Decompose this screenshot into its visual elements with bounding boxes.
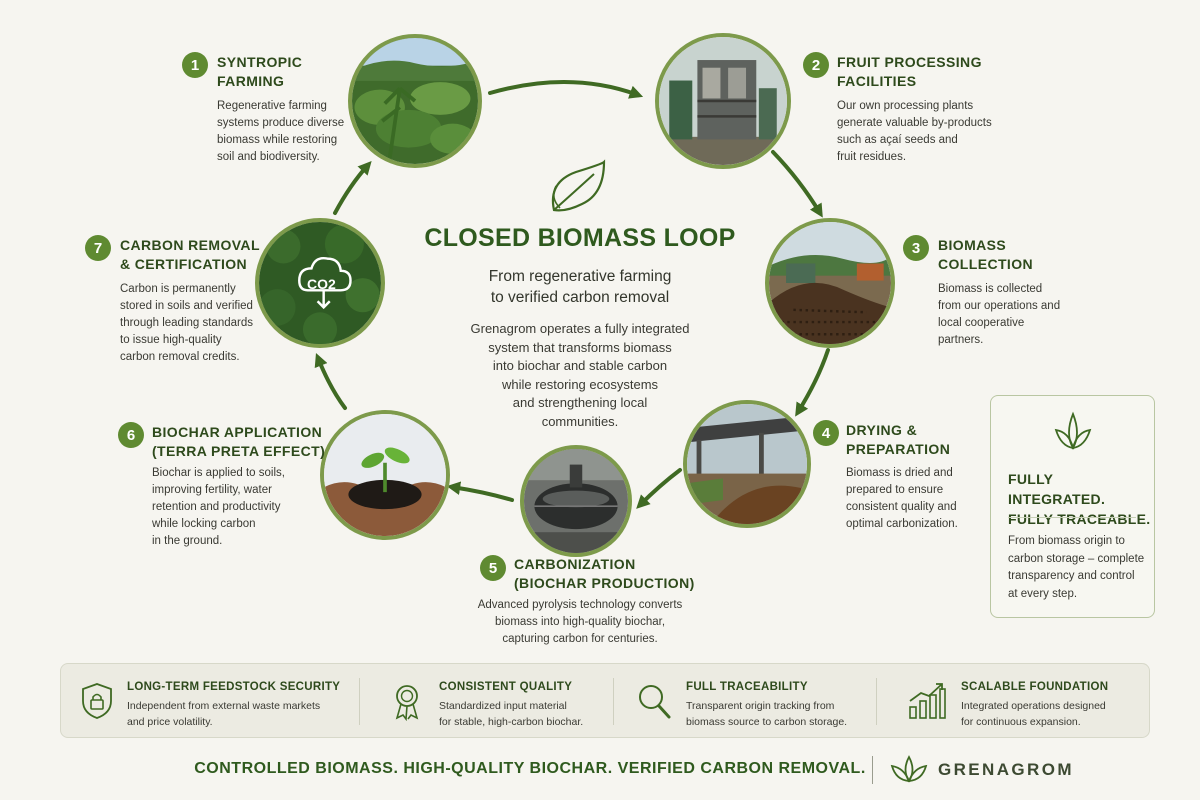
arrow-6-to-7 xyxy=(314,352,347,410)
step-4-title: DRYING &PREPARATION xyxy=(846,422,951,457)
step-3-collection-photo xyxy=(765,218,895,348)
benefit-consistent-quality: CONSISTENT QUALITY Standardized input ma… xyxy=(389,664,619,739)
growth-chart-icon xyxy=(909,683,946,719)
benefit-full-traceability: FULL TRACEABILITY Transparent origin tra… xyxy=(636,664,886,739)
arrow-2-to-3 xyxy=(771,150,823,218)
award-ribbon-icon xyxy=(395,685,419,721)
step-7-title: CARBON REMOVAL& CERTIFICATION xyxy=(120,237,260,272)
arrow-3-to-4 xyxy=(795,348,830,417)
cloud-icon xyxy=(298,256,352,292)
benefit-separator xyxy=(359,678,360,725)
benefit-scalable-foundation: SCALABLE FOUNDATION Integrated operation… xyxy=(907,664,1137,739)
step-1-farm-photo xyxy=(348,34,482,168)
arrow-7-to-1 xyxy=(333,160,372,215)
benefit-title: LONG-TERM FEEDSTOCK SECURITY xyxy=(127,681,341,693)
step-6-description: Biochar is applied to soils,improving fe… xyxy=(152,467,285,547)
step-4-badge: 4 xyxy=(813,420,839,446)
integration-divider xyxy=(1008,517,1136,518)
brand-name: GRENAGROM xyxy=(938,760,1074,779)
diagram-title: CLOSED BIOMASS LOOP xyxy=(424,224,736,252)
step-6-title: BIOCHAR APPLICATION(TERRA PRETA EFFECT) xyxy=(152,424,326,459)
footer-separator xyxy=(872,756,873,784)
step-3-badge: 3 xyxy=(903,235,929,261)
step-7-forest-photo: CO2 xyxy=(255,218,385,348)
magnifier-icon xyxy=(639,685,671,719)
arrow-5-to-6 xyxy=(446,481,514,502)
benefit-title: SCALABLE FOUNDATION xyxy=(961,681,1109,693)
benefit-title: FULL TRACEABILITY xyxy=(686,681,808,693)
step-6-soil-photo xyxy=(320,410,450,540)
step-5-badge: 5 xyxy=(480,555,506,581)
footer-tagline: CONTROLLED BIOMASS. HIGH-QUALITY BIOCHAR… xyxy=(194,760,866,777)
step-5-pyrolysis-photo xyxy=(520,445,632,557)
leaves-icon xyxy=(1054,411,1092,450)
benefit-title: CONSISTENT QUALITY xyxy=(439,681,573,693)
lock-shield-icon xyxy=(82,683,112,719)
co2-label: CO2 xyxy=(307,276,336,292)
step-2-facility-photo xyxy=(655,33,791,169)
down-arrow-icon xyxy=(316,291,331,310)
benefit-separator xyxy=(613,678,614,725)
step-2-badge: 2 xyxy=(803,52,829,78)
step-5-title: CARBONIZATION(BIOCHAR PRODUCTION) xyxy=(514,556,695,591)
step-7-badge: 7 xyxy=(85,235,111,261)
integration-box: FULLY INTEGRATED.FULLY TRACEABLE. From b… xyxy=(990,395,1155,618)
benefit-feedstock-security: LONG-TERM FEEDSTOCK SECURITY Independent… xyxy=(79,664,351,739)
step-6-badge: 6 xyxy=(118,422,144,448)
integration-title: FULLY INTEGRATED.FULLY TRACEABLE. xyxy=(1008,471,1151,527)
step-4-drying-photo xyxy=(683,400,811,528)
arrow-4-to-5 xyxy=(636,468,682,509)
brand-logo-icon xyxy=(890,755,928,783)
benefits-bar: LONG-TERM FEEDSTOCK SECURITY Independent… xyxy=(60,663,1150,738)
step-1-badge: 1 xyxy=(182,52,208,78)
arrow-1-to-2 xyxy=(488,79,644,99)
benefit-separator xyxy=(876,678,877,725)
leaf-icon xyxy=(551,159,606,212)
